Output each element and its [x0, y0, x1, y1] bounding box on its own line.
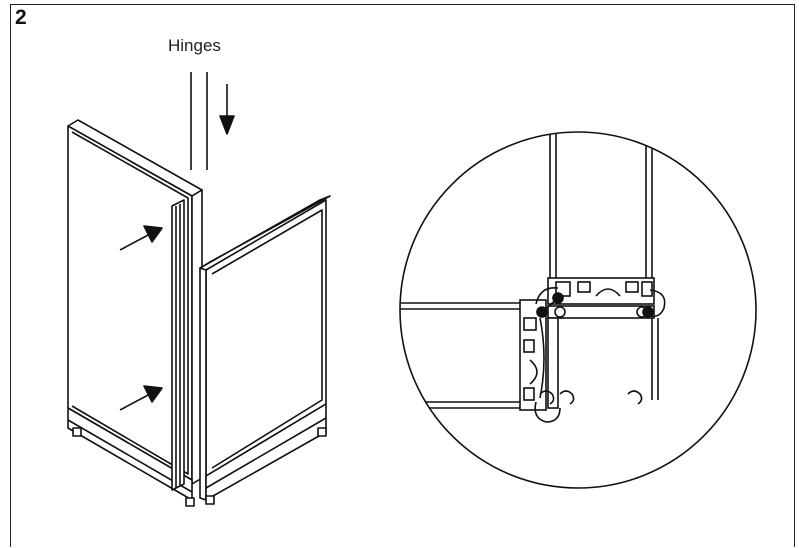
hinge-channel	[171, 199, 185, 491]
detail-circle	[399, 131, 757, 489]
hinges-label: Hinges	[168, 36, 221, 55]
down-arrow-icon	[219, 84, 235, 135]
step-number: 2	[15, 6, 27, 29]
right-panel	[199, 195, 331, 505]
hinge-rods	[190, 72, 208, 170]
figure-frame	[10, 4, 795, 547]
upper-insert-arrow-icon	[119, 225, 163, 251]
lower-insert-arrow-icon	[119, 385, 163, 411]
